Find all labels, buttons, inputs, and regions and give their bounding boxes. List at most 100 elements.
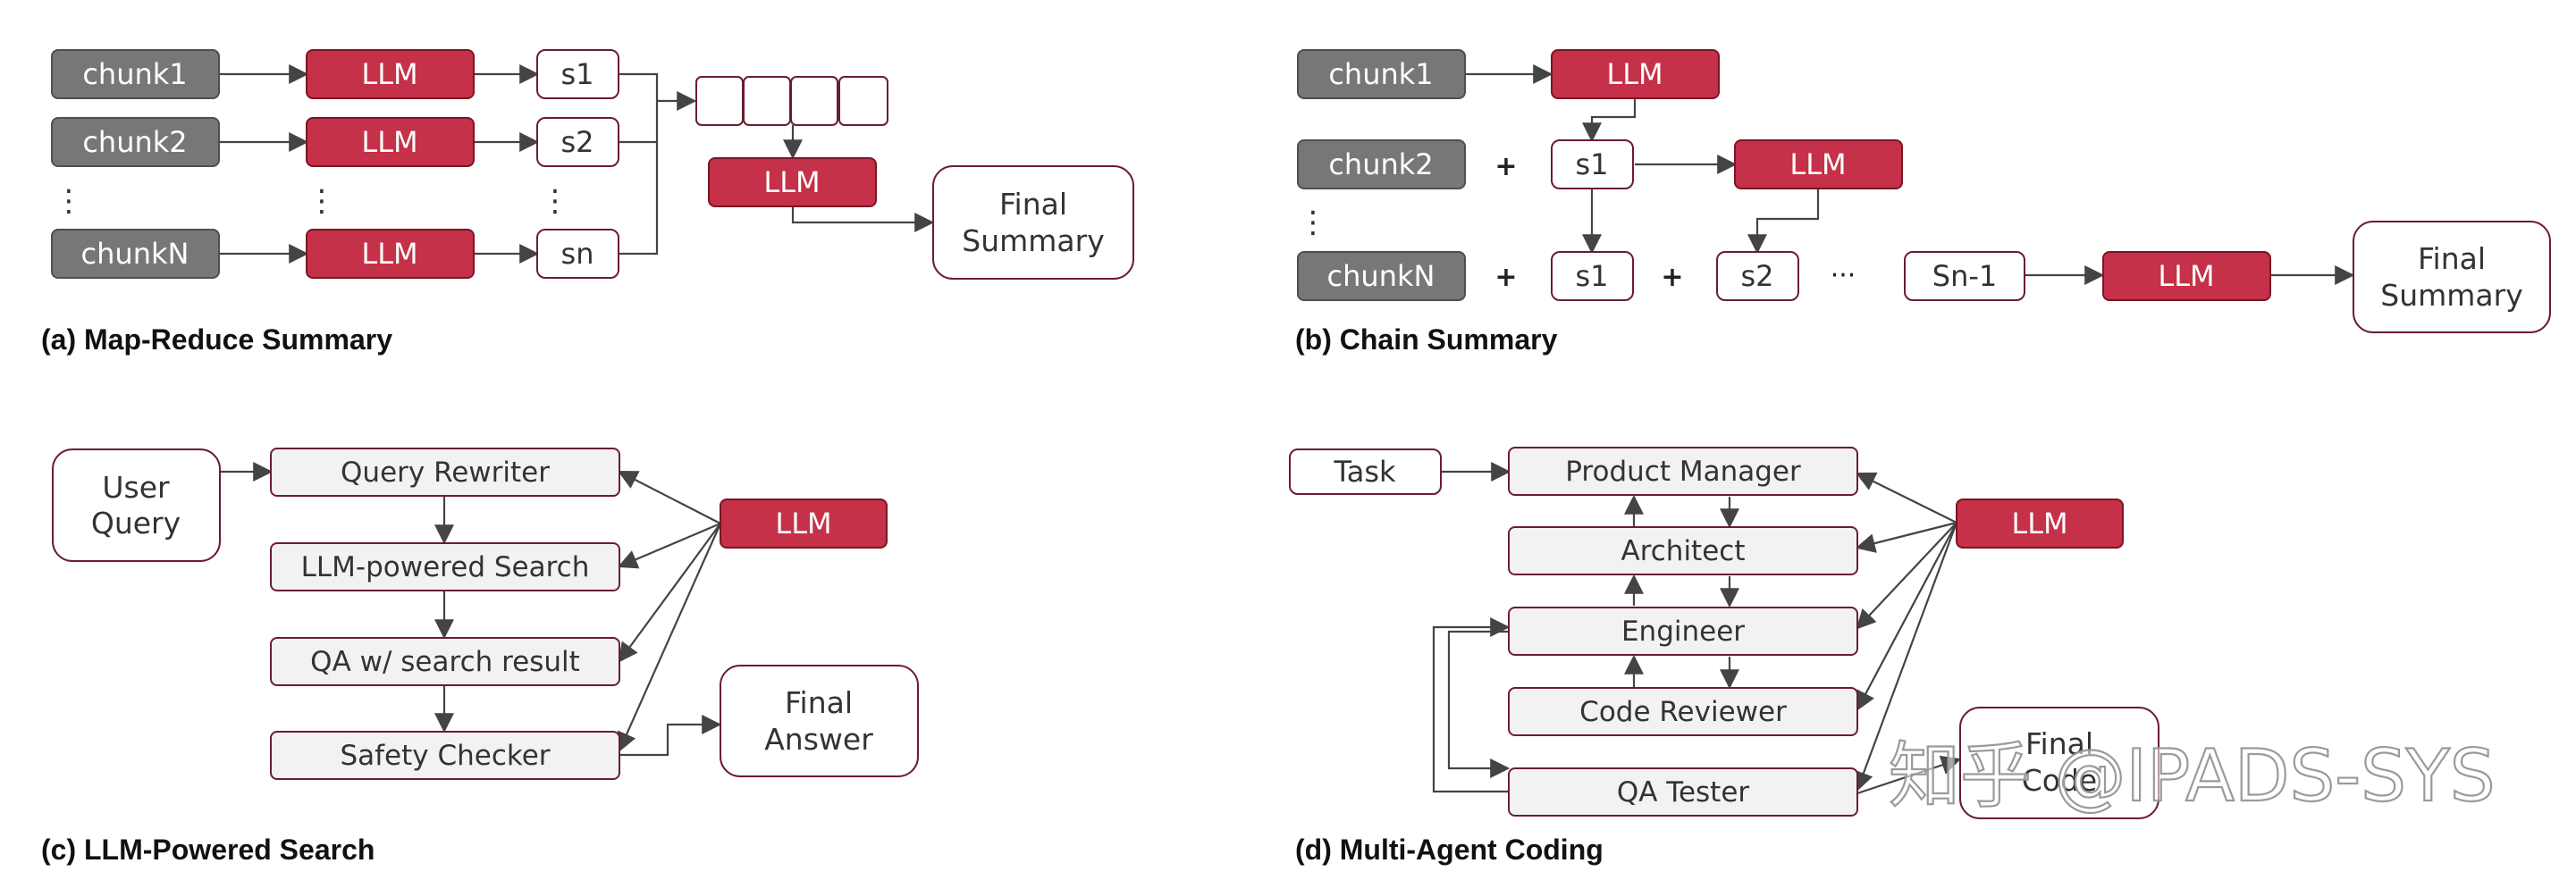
llm-label: LLM [2158, 259, 2214, 293]
sn-1-label: Sn-1 [1932, 259, 1998, 293]
qa-search-box: QA w/ search result [270, 637, 620, 686]
final-code-line2: Code [2022, 763, 2097, 798]
llm-label: LLM [763, 165, 820, 199]
ellipsis: ⋮ [307, 183, 337, 219]
final-answer-box: Final Answer [720, 665, 919, 777]
s1-label: s1 [1575, 259, 1608, 293]
horizontal-ellipsis: ··· [1831, 260, 1856, 291]
panel-a-arrows [219, 64, 935, 264]
task-box: Task [1289, 448, 1442, 495]
llm-search-label: LLM-powered Search [301, 551, 590, 583]
ellipsis: ⋮ [54, 183, 84, 219]
qa-tester-label: QA Tester [1617, 776, 1750, 809]
panel-d-arrows [1432, 462, 1962, 795]
final-code-box: Final Code [1959, 707, 2159, 819]
code-reviewer-box: Code Reviewer [1508, 687, 1858, 736]
s2-label: s2 [1740, 259, 1773, 293]
panel-b-caption: (b) Chain Summary [1295, 323, 1558, 356]
panel-c-caption: (c) LLM-Powered Search [41, 834, 375, 866]
query-rewriter-box: Query Rewriter [270, 448, 620, 497]
chunk-box: chunk1 [51, 49, 220, 99]
final-summary-line1: Final [2418, 241, 2486, 276]
summary-box: Sn-1 [1904, 251, 2025, 301]
summary-box: s1 [1551, 139, 1634, 189]
qa-search-label: QA w/ search result [310, 646, 580, 678]
final-summary-line1: Final [999, 187, 1067, 222]
chunk-box: chunkN [51, 229, 220, 279]
code-reviewer-label: Code Reviewer [1579, 696, 1787, 728]
watermark: 知乎 @IPADS-SYS [1889, 734, 2496, 817]
panel-llm-search: User Query Query Rewriter LLM-powered Se… [41, 448, 919, 866]
panel-c-arrows [220, 462, 722, 757]
chunk-box: chunk2 [51, 117, 220, 167]
final-answer-line2: Answer [764, 722, 873, 757]
summary-collection [695, 76, 888, 126]
safety-checker-label: Safety Checker [340, 740, 550, 772]
architect-box: Architect [1508, 526, 1858, 575]
summary-box: sn [536, 229, 619, 279]
ellipsis: ⋮ [1298, 205, 1328, 240]
engineer-box: Engineer [1508, 607, 1858, 656]
user-query-line2: Query [91, 506, 181, 541]
panel-chain-summary: chunk1 chunk2 chunkN ⋮ LLM LLM LLM + + +… [1295, 49, 2551, 356]
chunkN-label: chunkN [81, 237, 189, 271]
panel-a-caption: (a) Map-Reduce Summary [41, 323, 392, 356]
chunk-box: chunkN [1297, 251, 1466, 301]
final-summary-box: Final Summary [932, 165, 1134, 280]
plus-sign: + [1661, 262, 1683, 293]
llm-box: LLM [306, 49, 475, 99]
product-manager-label: Product Manager [1565, 456, 1801, 488]
llm-box: LLM [1956, 499, 2124, 549]
llm-label: LLM [361, 125, 417, 159]
collection-cell [695, 76, 744, 126]
llm-box: LLM [306, 229, 475, 279]
user-query-line1: User [102, 470, 170, 505]
plus-sign: + [1494, 151, 1517, 182]
llm-box: LLM [1551, 49, 1720, 99]
llm-label: LLM [2011, 507, 2067, 541]
summary-box: s1 [536, 49, 619, 99]
final-summary-box: Final Summary [2353, 221, 2551, 333]
panel-map-reduce: chunk1 chunk2 chunkN LLM LLM LLM s1 [41, 49, 1134, 356]
llm-label: LLM [1789, 147, 1846, 181]
collection-cell [838, 76, 888, 126]
llm-box: LLM [2102, 251, 2271, 301]
plus-sign: + [1494, 262, 1517, 293]
s2-label: s2 [560, 125, 593, 159]
llm-label: LLM [1606, 57, 1663, 91]
engineer-label: Engineer [1621, 616, 1745, 648]
chunk2-label: chunk2 [1328, 147, 1433, 181]
architect-label: Architect [1621, 535, 1745, 567]
summary-box: s2 [536, 117, 619, 167]
chunk-box: chunk2 [1297, 139, 1466, 189]
summary-box: s2 [1716, 251, 1799, 301]
final-summary-line2: Summary [962, 223, 1104, 258]
safety-checker-box: Safety Checker [270, 731, 620, 780]
panel-d-caption: (d) Multi-Agent Coding [1295, 834, 1604, 866]
query-rewriter-label: Query Rewriter [341, 457, 550, 489]
llm-search-box: LLM-powered Search [270, 542, 620, 591]
qa-tester-box: QA Tester [1508, 767, 1858, 817]
s1-label: s1 [560, 57, 593, 91]
chunk1-label: chunk1 [1328, 57, 1433, 91]
chunkN-label: chunkN [1327, 259, 1435, 293]
llm-box: LLM [708, 157, 877, 207]
panel-multi-agent: Task Product Manager Architect Engineer … [1289, 447, 2159, 866]
s1-label: s1 [1575, 147, 1608, 181]
final-summary-line2: Summary [2380, 278, 2522, 313]
llm-label: LLM [361, 237, 417, 271]
llm-box: LLM [1734, 139, 1903, 189]
collection-cell [790, 76, 838, 126]
chunk-box: chunk1 [1297, 49, 1466, 99]
summary-box: s1 [1551, 251, 1634, 301]
llm-box: LLM [306, 117, 475, 167]
final-answer-line1: Final [785, 685, 853, 720]
ellipsis: ⋮ [540, 183, 570, 219]
product-manager-box: Product Manager [1508, 447, 1858, 496]
user-query-box: User Query [52, 448, 221, 562]
final-code-line1: Final [2025, 726, 2093, 761]
chunk1-label: chunk1 [82, 57, 187, 91]
collection-cell [743, 76, 791, 126]
llm-label: LLM [775, 507, 831, 541]
